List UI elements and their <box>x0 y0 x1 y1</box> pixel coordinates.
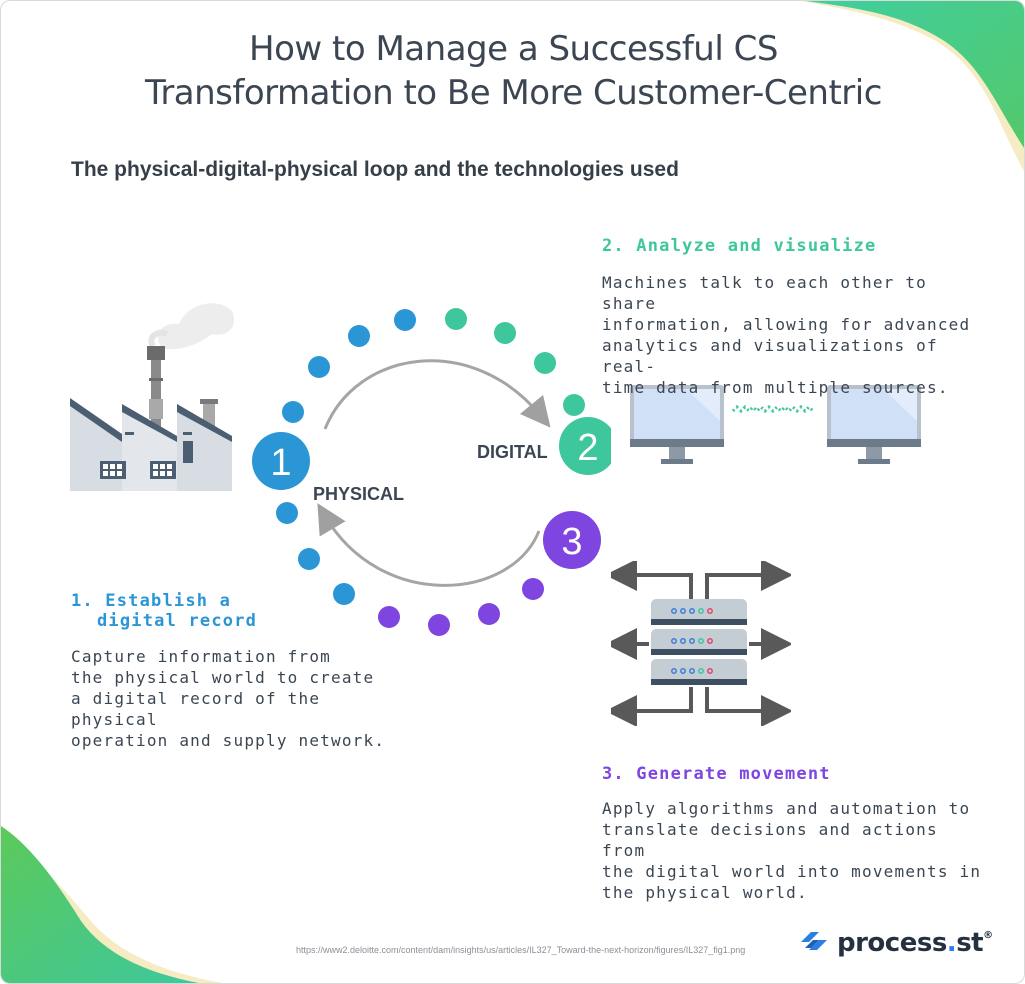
node-1: 1 <box>252 432 310 490</box>
node-3-label: 3 <box>561 521 582 563</box>
loop-dot <box>522 578 544 600</box>
loop-diagram: 1 2 3 PHYSICAL DIGITAL <box>252 308 611 636</box>
logo-dot: . <box>946 928 957 958</box>
node-3: 3 <box>543 511 601 569</box>
step-3-line: the digital world into movements in <box>602 862 982 881</box>
loop-dot <box>378 606 400 628</box>
top-right-wave-decoration <box>801 1 1024 171</box>
process-st-logo-icon <box>801 932 827 950</box>
loop-dot <box>394 309 416 331</box>
loop-dot <box>348 325 370 347</box>
loop-dot <box>428 614 450 636</box>
node-2: 2 <box>559 417 611 475</box>
loop-dot <box>276 502 298 524</box>
arrow-bottom <box>317 503 541 587</box>
server-illustration <box>611 561 791 726</box>
step-1-title: 1. Establish a digital record <box>71 591 301 631</box>
step-3-line: the physical world. <box>602 883 808 902</box>
step-1-line: a digital record of the physical <box>71 689 321 729</box>
logo-tail: st <box>956 928 984 958</box>
server-icon <box>651 599 747 685</box>
node-2-label: 2 <box>577 427 598 469</box>
loop-dot <box>563 394 585 416</box>
monitors-illustration <box>630 385 921 464</box>
title-line-1: How to Manage a Successful CS <box>249 29 778 69</box>
process-st-logo[interactable]: process.st® <box>799 925 993 961</box>
logo-main: process <box>837 928 947 958</box>
loop-dot <box>478 603 500 625</box>
monitor-icon <box>827 385 921 464</box>
title-line-2: Transformation to Be More Customer-Centr… <box>145 73 882 113</box>
bottom-left-wave-decoration <box>1 826 223 983</box>
step-1-title-line-2: digital record <box>97 611 258 631</box>
step-3-title: 3. Generate movement <box>602 764 831 784</box>
page-title: How to Manage a Successful CS Transforma… <box>1 27 1024 115</box>
loop-dot <box>445 308 467 330</box>
step-1-title-line-1: 1. Establish a <box>71 591 232 611</box>
loop-dot <box>333 583 355 605</box>
step-1-line: Capture information from <box>71 647 331 666</box>
loop-dot <box>494 322 516 344</box>
registered-mark: ® <box>983 930 993 941</box>
logo-wordmark: process.st® <box>837 928 993 958</box>
step-2-line: Machines talk to each other to share <box>602 273 927 313</box>
source-url[interactable]: https://www2.deloitte.com/content/dam/in… <box>296 945 746 955</box>
data-exchange-icon <box>731 404 815 414</box>
loop-dot <box>308 356 330 378</box>
subtitle: The physical-digital-physical loop and t… <box>71 158 679 181</box>
step-1-description: Capture information from the physical wo… <box>71 646 391 751</box>
node-1-label: 1 <box>270 442 291 484</box>
step-1-line: operation and supply network. <box>71 731 386 750</box>
arrow-top <box>323 359 551 430</box>
step-3-line: Apply algorithms and automation to <box>602 799 971 818</box>
factory-icon <box>70 303 235 491</box>
monitor-icon <box>630 385 724 464</box>
step-1-line: the physical world to create <box>71 668 375 687</box>
loop-dot <box>534 352 556 374</box>
digital-label: DIGITAL <box>477 442 548 462</box>
loop-dot <box>282 401 304 423</box>
step-3-description: Apply algorithms and automation to trans… <box>602 798 982 903</box>
step-2-description: Machines talk to each other to share inf… <box>602 272 982 398</box>
step-2-line: analytics and visualizations of real- <box>602 336 938 376</box>
step-2-title: 2. Analyze and visualize <box>602 236 877 256</box>
step-3-line: translate decisions and actions from <box>602 820 938 860</box>
step-2-line: information, allowing for advanced <box>602 315 971 334</box>
step-2-line: time data from multiple sources. <box>602 378 949 397</box>
loop-dot <box>298 548 320 570</box>
physical-label: PHYSICAL <box>313 484 404 504</box>
